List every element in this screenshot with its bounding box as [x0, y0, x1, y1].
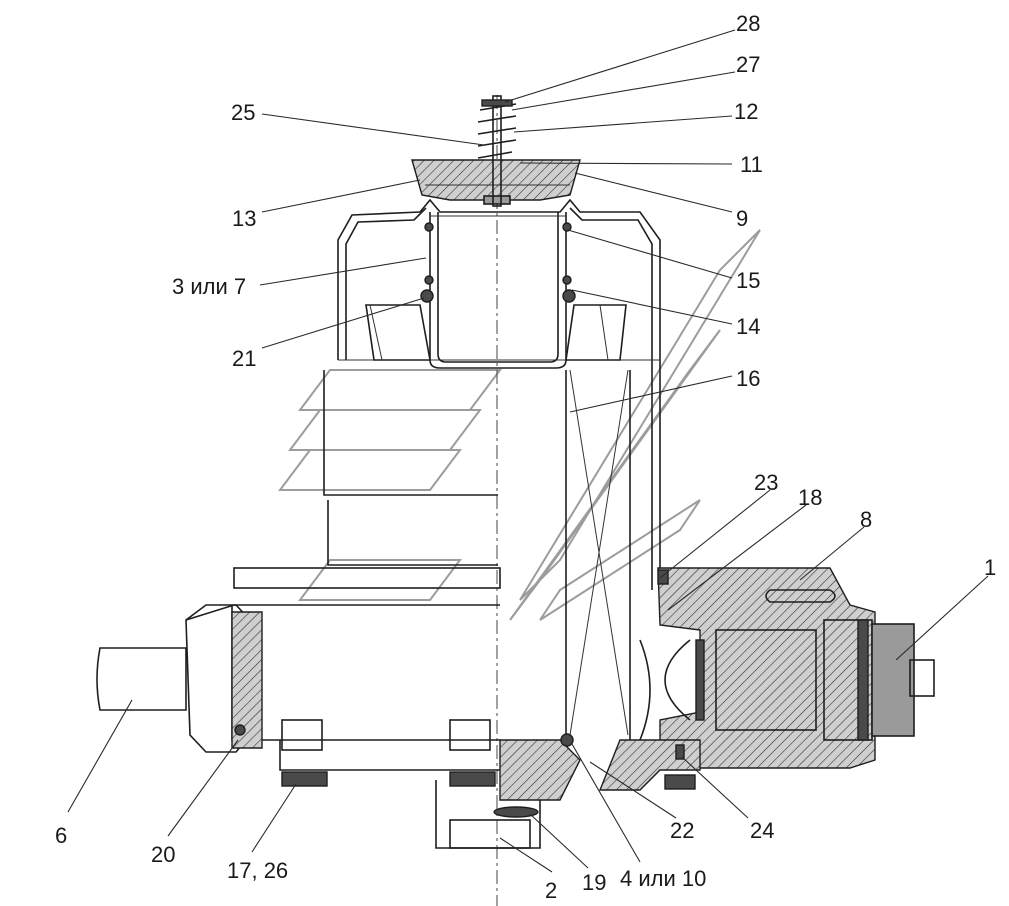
label-21: 21 [232, 346, 256, 371]
label-20: 20 [151, 842, 175, 867]
valve-seat [639, 639, 651, 741]
watermark [278, 229, 761, 621]
o-ring-22 [560, 733, 574, 747]
label-27: 27 [736, 52, 760, 77]
inner-cup [429, 212, 567, 369]
label-18: 18 [798, 485, 822, 510]
part-labels: 28 27 25 12 11 13 9 3 или 7 15 21 14 16 … [55, 11, 996, 903]
label-19: 19 [582, 870, 606, 895]
label-1: 1 [984, 555, 996, 580]
outer-cover [337, 198, 661, 590]
filter-element [365, 304, 631, 740]
label-2: 2 [545, 878, 557, 903]
label-14: 14 [736, 314, 760, 339]
label-22: 22 [670, 818, 694, 843]
label-16: 16 [736, 366, 760, 391]
label-3-or-7: 3 или 7 [172, 274, 246, 299]
right-body [598, 567, 935, 791]
label-8: 8 [860, 507, 872, 532]
label-11: 11 [740, 152, 763, 177]
valve-dome [664, 639, 691, 721]
label-12: 12 [734, 99, 758, 124]
bottom-plug [435, 739, 581, 849]
label-13: 13 [232, 206, 256, 231]
label-9: 9 [736, 206, 748, 231]
label-17-26: 17, 26 [227, 858, 288, 883]
label-4-or-10: 4 или 10 [620, 866, 706, 891]
label-28: 28 [736, 11, 760, 36]
label-24: 24 [750, 818, 774, 843]
spring-assembly [477, 95, 517, 207]
label-15: 15 [736, 268, 760, 293]
top-cap [411, 159, 581, 205]
o-rings [420, 222, 576, 303]
label-23: 23 [754, 470, 778, 495]
label-25: 25 [231, 100, 255, 125]
leader-lines [67, 29, 989, 873]
label-6: 6 [55, 823, 67, 848]
left-fitting [96, 604, 263, 753]
